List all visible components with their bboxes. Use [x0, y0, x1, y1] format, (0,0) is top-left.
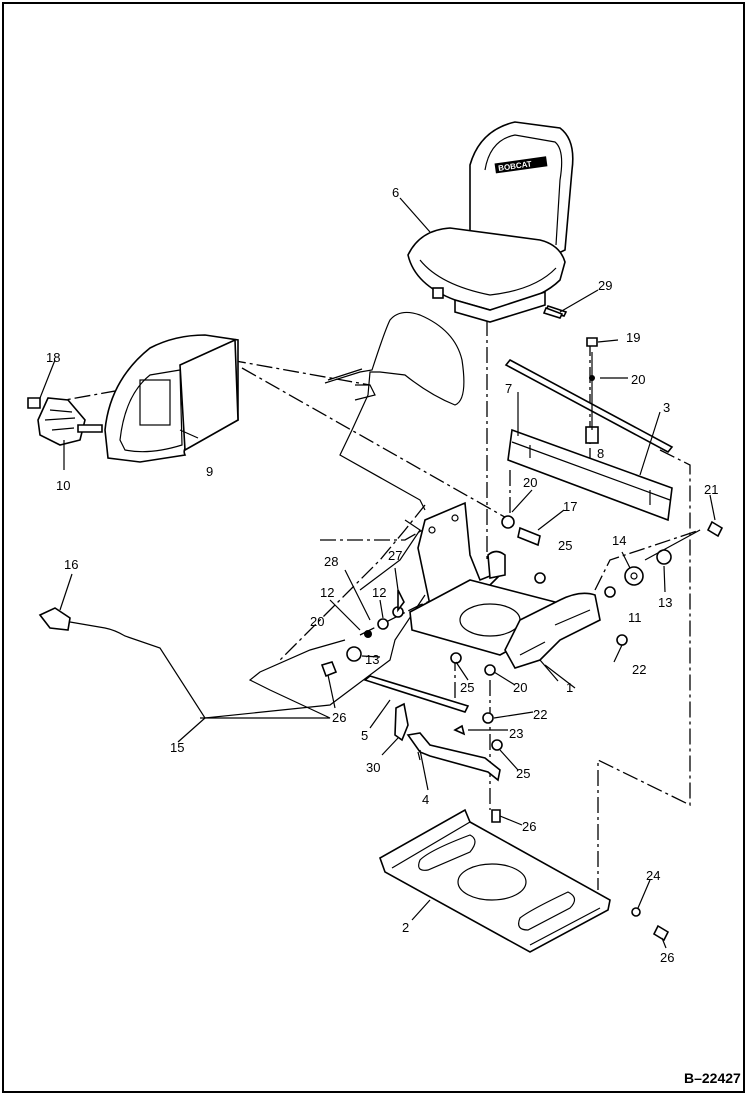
seat-lock-cable: [38, 519, 426, 719]
slide-rail: [507, 428, 673, 522]
callout-labels: 6 29 19 20 3 7 8 18 9 10 20 17 21 25 14 …: [46, 185, 718, 965]
control-lever: [37, 397, 103, 446]
callout-9: 9: [206, 464, 213, 479]
callout-15: 15: [170, 740, 184, 755]
callout-3: 3: [663, 400, 670, 415]
callout-18: 18: [46, 350, 60, 365]
callout-25-low: 25: [516, 766, 530, 781]
callout-21: 21: [704, 482, 718, 497]
callout-25-top: 25: [558, 538, 572, 553]
callout-26-mid: 26: [522, 819, 536, 834]
lower-hardware: [450, 572, 546, 823]
latch-bar: [363, 675, 470, 713]
bolt-17: [501, 515, 541, 547]
callout-14: 14: [612, 533, 626, 548]
callout-26-left: 26: [332, 710, 346, 725]
stud-8: [585, 337, 599, 444]
seat-assembly: BOBCAT: [407, 121, 574, 323]
callout-27: 27: [388, 548, 402, 563]
callout-20-mid: 20: [523, 475, 537, 490]
seat-frame: [409, 501, 601, 669]
callout-11: 11: [628, 610, 642, 625]
knob-29: [542, 306, 564, 319]
callout-12-left: 12: [320, 585, 334, 600]
callout-29: 29: [598, 278, 612, 293]
callout-13-left: 13: [365, 652, 379, 667]
callout-24: 24: [646, 868, 660, 883]
left-hardware: [320, 589, 405, 678]
callout-20-lower: 20: [513, 680, 527, 695]
callout-22-right: 22: [632, 662, 646, 677]
callout-16: 16: [64, 557, 78, 572]
release-lever: [406, 732, 501, 782]
callout-1: 1: [566, 680, 573, 695]
callout-28: 28: [324, 554, 338, 569]
callout-2: 2: [402, 920, 409, 935]
callout-20-top: 20: [631, 372, 645, 387]
clip-30: [394, 702, 409, 742]
callout-10: 10: [56, 478, 70, 493]
base-plate: [379, 808, 611, 953]
callout-4: 4: [422, 792, 429, 807]
callout-17: 17: [563, 499, 577, 514]
throttle-cable: [324, 311, 465, 511]
callout-30: 30: [366, 760, 380, 775]
console-housing: [104, 334, 239, 463]
callout-25-mid: 25: [460, 680, 474, 695]
callout-7: 7: [505, 381, 512, 396]
bolt-26-lower: [652, 924, 670, 942]
side-hardware: [604, 520, 724, 646]
callout-26-bottom: 26: [660, 950, 674, 965]
callout-19: 19: [626, 330, 640, 345]
rod-3: [504, 358, 674, 454]
callout-6: 6: [392, 185, 399, 200]
figure-id: B–22427: [684, 1070, 741, 1086]
callout-12-right: 12: [372, 585, 386, 600]
callout-22-mid: 22: [533, 707, 547, 722]
callout-23: 23: [509, 726, 523, 741]
bolt-18: [27, 397, 41, 409]
callout-8: 8: [597, 446, 604, 461]
callout-20-left: 20: [310, 614, 324, 629]
callout-leaders: [39, 197, 716, 949]
washer-24: [631, 907, 641, 917]
callout-13-right: 13: [658, 595, 672, 610]
callout-5: 5: [361, 728, 368, 743]
